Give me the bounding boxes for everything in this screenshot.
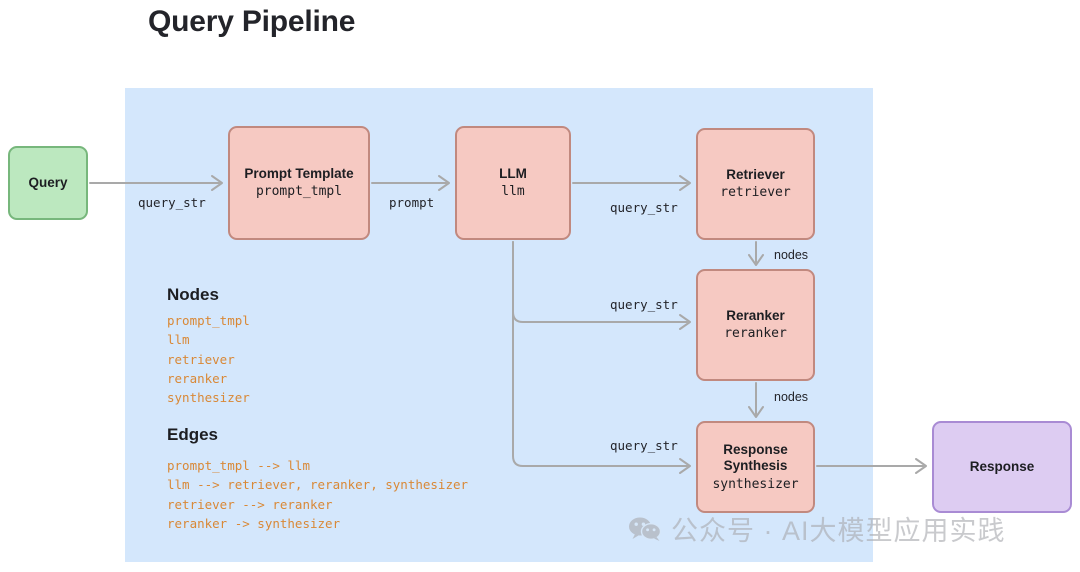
edge-label-query-to-prompt-tmpl: query_str xyxy=(138,195,206,210)
page-title: Query Pipeline xyxy=(148,5,356,38)
legend-node-item: llm xyxy=(167,332,190,348)
node-reranker-id: reranker xyxy=(724,326,787,342)
legend-edges-list: prompt_tmpl --> llm llm --> retriever, r… xyxy=(167,456,468,533)
edge-label-retriever-to-reranker: nodes xyxy=(774,248,809,262)
node-response[interactable]: Response xyxy=(932,421,1072,513)
edge-label-prompt-tmpl-to-llm: prompt xyxy=(389,195,435,210)
legend-node-item: retriever xyxy=(167,351,235,367)
node-llm-title: LLM xyxy=(499,165,527,181)
legend-edge-item: retriever --> reranker xyxy=(167,496,333,512)
node-llm-id: llm xyxy=(501,184,525,200)
node-retriever-id: retriever xyxy=(720,185,791,201)
node-response-synthesis-id: synthesizer xyxy=(712,476,799,492)
node-retriever[interactable]: Retriever retriever xyxy=(696,128,815,240)
node-query-title: Query xyxy=(28,174,68,190)
legend-edges-heading: Edges xyxy=(167,425,219,444)
node-retriever-title: Retriever xyxy=(726,166,785,182)
legend-nodes-list: prompt_tmpl llm retriever reranker synth… xyxy=(167,311,250,407)
legend-edge-item: llm --> retriever, reranker, synthesizer xyxy=(167,477,469,493)
edge-synthesizer-to-response-arrowhead xyxy=(915,458,927,474)
edge-label-llm-to-synthesizer: query_str xyxy=(610,438,678,453)
legend-edge-item: prompt_tmpl --> llm xyxy=(167,458,310,473)
node-response-title: Response xyxy=(969,458,1035,474)
legend-nodes-heading: Nodes xyxy=(167,285,219,304)
node-prompt-template-title: Prompt Template xyxy=(244,165,354,181)
node-reranker[interactable]: Reranker reranker xyxy=(696,269,815,381)
edge-label-reranker-to-synthesizer: nodes xyxy=(774,390,809,404)
node-llm[interactable]: LLM llm xyxy=(455,126,571,240)
node-reranker-title: Reranker xyxy=(726,307,785,323)
legend-node-item: prompt_tmpl xyxy=(167,313,250,328)
node-response-synthesis-title-line1: Response xyxy=(723,441,788,457)
edge-label-llm-to-retriever: query_str xyxy=(610,200,678,215)
node-prompt-template-id: prompt_tmpl xyxy=(255,184,343,200)
node-prompt-template[interactable]: Prompt Template prompt_tmpl xyxy=(228,126,370,240)
node-query[interactable]: Query xyxy=(8,146,88,220)
legend-node-item: reranker xyxy=(167,370,228,386)
node-response-synthesis-title-line2: Synthesis xyxy=(723,458,788,474)
edge-label-llm-to-reranker: query_str xyxy=(610,297,678,312)
node-response-synthesis[interactable]: Response Synthesis synthesizer xyxy=(696,421,815,513)
legend-edge-item: reranker -> synthesizer xyxy=(167,515,341,531)
legend-node-item: synthesizer xyxy=(167,390,250,406)
